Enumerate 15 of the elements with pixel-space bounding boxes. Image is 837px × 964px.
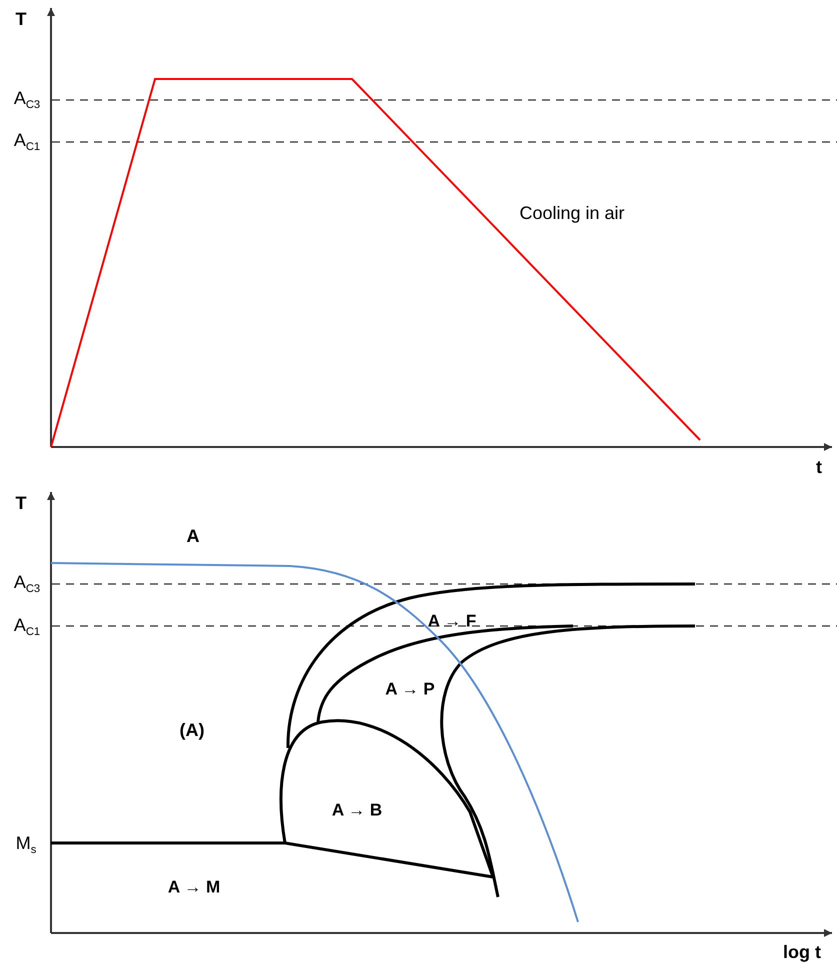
temperature-label: A$_{C1}$ xyxy=(14,130,40,154)
temperature-label: A$_{C3}$ xyxy=(14,88,40,112)
axis-label: T xyxy=(16,494,26,514)
curve-label: Cooling in air xyxy=(519,204,625,224)
region-label: A → B xyxy=(332,802,382,820)
phase-label: A xyxy=(186,527,200,547)
axis-label: log t xyxy=(783,943,821,963)
temperature-label: A$_{C1}$ xyxy=(14,616,40,638)
temperature-label: M$_{s}$ xyxy=(16,834,36,856)
axis-label: T xyxy=(16,10,26,30)
phase-label: (A) xyxy=(180,721,204,741)
temperature-label: A$_{C3}$ xyxy=(14,572,40,596)
region-label: A → P xyxy=(385,680,435,700)
axis-label: t xyxy=(816,458,822,478)
region-label: A → M xyxy=(168,878,220,898)
